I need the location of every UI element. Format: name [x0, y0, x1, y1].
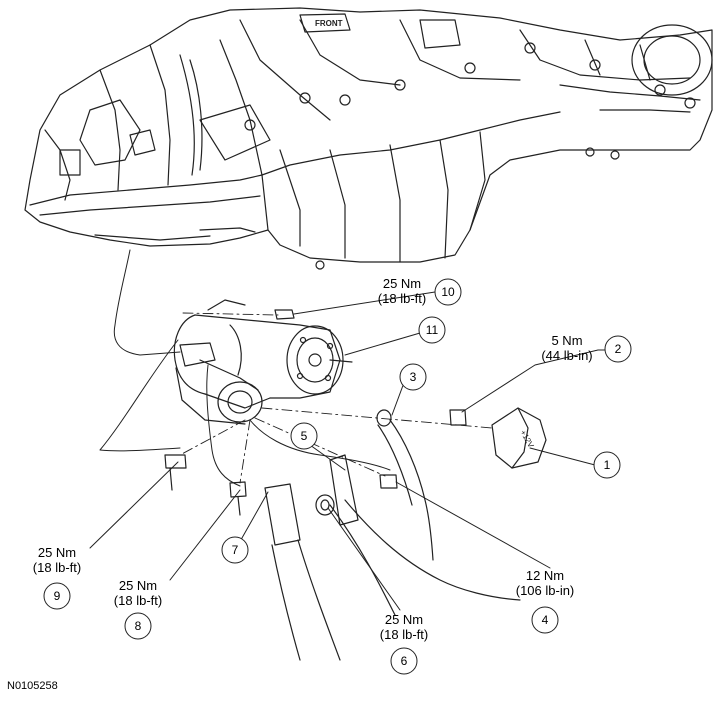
front-mark-text: FRONT — [315, 19, 343, 28]
callout-2: 2 — [604, 335, 632, 363]
torque-imperial: (18 lb-ft) — [113, 593, 163, 608]
callout-1: 1 — [593, 451, 621, 479]
torque-imperial: (106 lb-in) — [515, 583, 575, 598]
callout-11: 11 — [418, 316, 446, 344]
torque-imperial: (18 lb-ft) — [377, 291, 427, 306]
callout-6: 6 — [390, 647, 418, 675]
ground-cable-drawing — [264, 454, 521, 661]
callout-8-number: 8 — [135, 619, 142, 633]
callout-7-number: 7 — [232, 543, 239, 557]
callout-9: 9 — [43, 582, 71, 610]
callout-2-number: 2 — [615, 342, 622, 356]
callout-1-number: 1 — [604, 458, 611, 472]
callout-4: 4 — [531, 606, 559, 634]
torque-imperial: (18 lb-ft) — [379, 627, 429, 642]
torque-metric: 25 Nm — [118, 578, 158, 593]
wiring-harness-drawing — [99, 249, 391, 487]
torque-spec-callout-4: 12 Nm (106 lb-in) — [508, 568, 582, 598]
callout-5-number: 5 — [301, 429, 308, 443]
torque-imperial: (18 lb-ft) — [32, 560, 82, 575]
torque-metric: 12 Nm — [525, 568, 565, 583]
callout-3-number: 3 — [410, 370, 417, 384]
callout-7: 7 — [221, 536, 249, 564]
terminal-cover-drawing — [491, 407, 547, 469]
torque-spec-callout-6: 25 Nm (18 lb-ft) — [370, 612, 438, 642]
terminal-cover-label: +12V — [518, 429, 536, 450]
callout-6-number: 6 — [401, 654, 408, 668]
battery-cable-drawing — [376, 409, 434, 561]
figure-id: N0105258 — [7, 680, 58, 692]
callout-4-number: 4 — [542, 613, 549, 627]
torque-metric: 25 Nm — [384, 612, 424, 627]
torque-metric: 5 Nm — [551, 333, 583, 348]
engine-oil-pan-drawing — [24, 7, 713, 270]
callout-8: 8 — [124, 612, 152, 640]
callout-5: 5 — [290, 422, 318, 450]
leader-lines — [89, 291, 606, 611]
callout-9-number: 9 — [54, 589, 61, 603]
torque-spec-callout-8: 25 Nm (18 lb-ft) — [104, 578, 172, 608]
fastener-axis-lines — [179, 312, 493, 484]
torque-spec-callout-10: 25 Nm (18 lb-ft) — [368, 276, 436, 306]
callout-10: 10 — [434, 278, 462, 306]
torque-imperial: (44 lb-in) — [541, 348, 593, 363]
torque-spec-callout-9: 25 Nm (18 lb-ft) — [23, 545, 91, 575]
starter-motor-drawing — [173, 299, 353, 425]
callout-3: 3 — [399, 363, 427, 391]
callout-11-number: 11 — [426, 323, 439, 337]
callout-10-number: 10 — [441, 285, 455, 299]
torque-metric: 25 Nm — [382, 276, 422, 291]
torque-metric: 25 Nm — [37, 545, 77, 560]
torque-spec-callout-2: 5 Nm (44 lb-in) — [530, 333, 604, 363]
